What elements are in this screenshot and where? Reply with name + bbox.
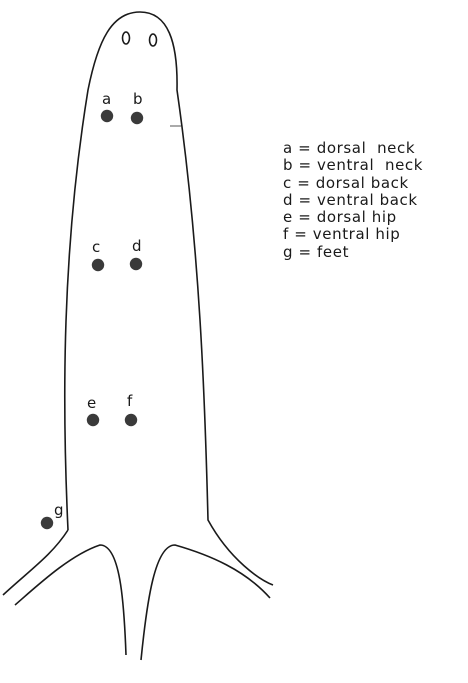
marker-f: [125, 414, 137, 426]
point-label-a: a: [102, 90, 111, 108]
point-label-c: c: [92, 238, 100, 256]
left-nostril: [123, 32, 130, 44]
point-label-b: b: [133, 90, 143, 108]
point-label-f: f: [127, 392, 133, 410]
legend-item-a: a = dorsal neck: [283, 140, 423, 157]
left-leg-outline: [3, 530, 68, 595]
body-outline: [65, 12, 273, 585]
point-label-e: e: [87, 394, 96, 412]
marker-d: [130, 258, 142, 270]
legend-item-c: c = dorsal back: [283, 175, 423, 192]
legend: a = dorsal neck b = ventral neck c = dor…: [283, 140, 423, 261]
marker-e: [87, 414, 99, 426]
right-nostril: [150, 34, 157, 46]
marker-b: [131, 112, 143, 124]
left-foot-lower-outline: [15, 545, 126, 655]
legend-item-e: e = dorsal hip: [283, 209, 423, 226]
legend-item-g: g = feet: [283, 244, 423, 261]
marker-a: [101, 110, 113, 122]
marker-g: [41, 517, 53, 529]
legend-item-b: b = ventral neck: [283, 157, 423, 174]
marker-c: [92, 259, 104, 271]
legend-item-f: f = ventral hip: [283, 226, 423, 243]
point-label-d: d: [132, 237, 142, 255]
legend-item-d: d = ventral back: [283, 192, 423, 209]
point-label-g: g: [54, 501, 64, 519]
right-tail-outline: [141, 545, 270, 660]
